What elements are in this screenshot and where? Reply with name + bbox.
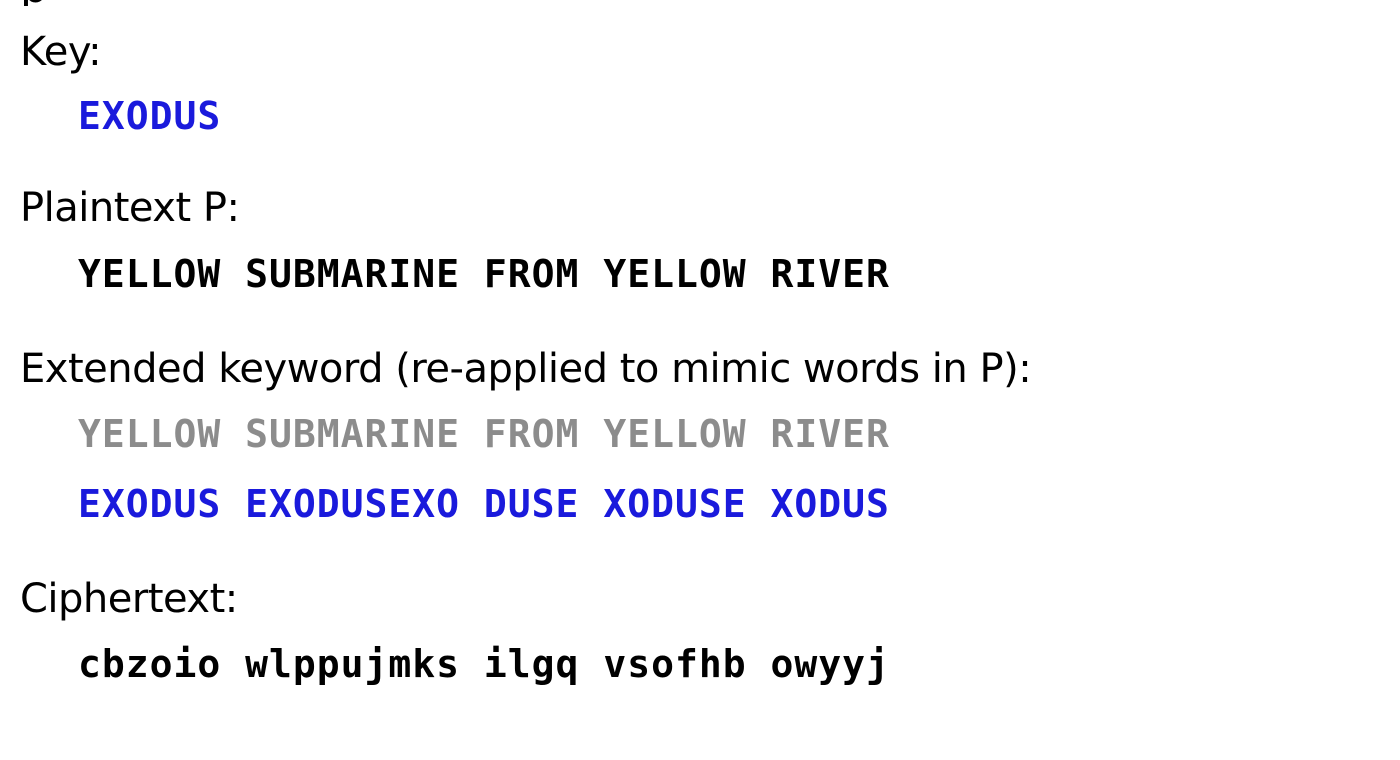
- clipped-title-fragment: p: [20, 0, 100, 6]
- clipped-title-text: p: [20, 0, 100, 6]
- plaintext-value: YELLOW SUBMARINE FROM YELLOW RIVER: [78, 252, 890, 296]
- extended-keyword-reference: YELLOW SUBMARINE FROM YELLOW RIVER: [78, 412, 890, 456]
- extended-keyword-value: EXODUS EXODUSEXO DUSE XODUSE XODUS: [78, 482, 890, 526]
- key-label: Key:: [20, 29, 102, 75]
- ciphertext-value: cbzoio wlppujmks ilgq vsofhb owyyj: [78, 642, 890, 686]
- ciphertext-label: Ciphertext:: [20, 576, 238, 622]
- plaintext-label: Plaintext P:: [20, 185, 240, 231]
- key-value: EXODUS: [78, 94, 222, 138]
- extended-keyword-label: Extended keyword (re-applied to mimic wo…: [20, 346, 1032, 392]
